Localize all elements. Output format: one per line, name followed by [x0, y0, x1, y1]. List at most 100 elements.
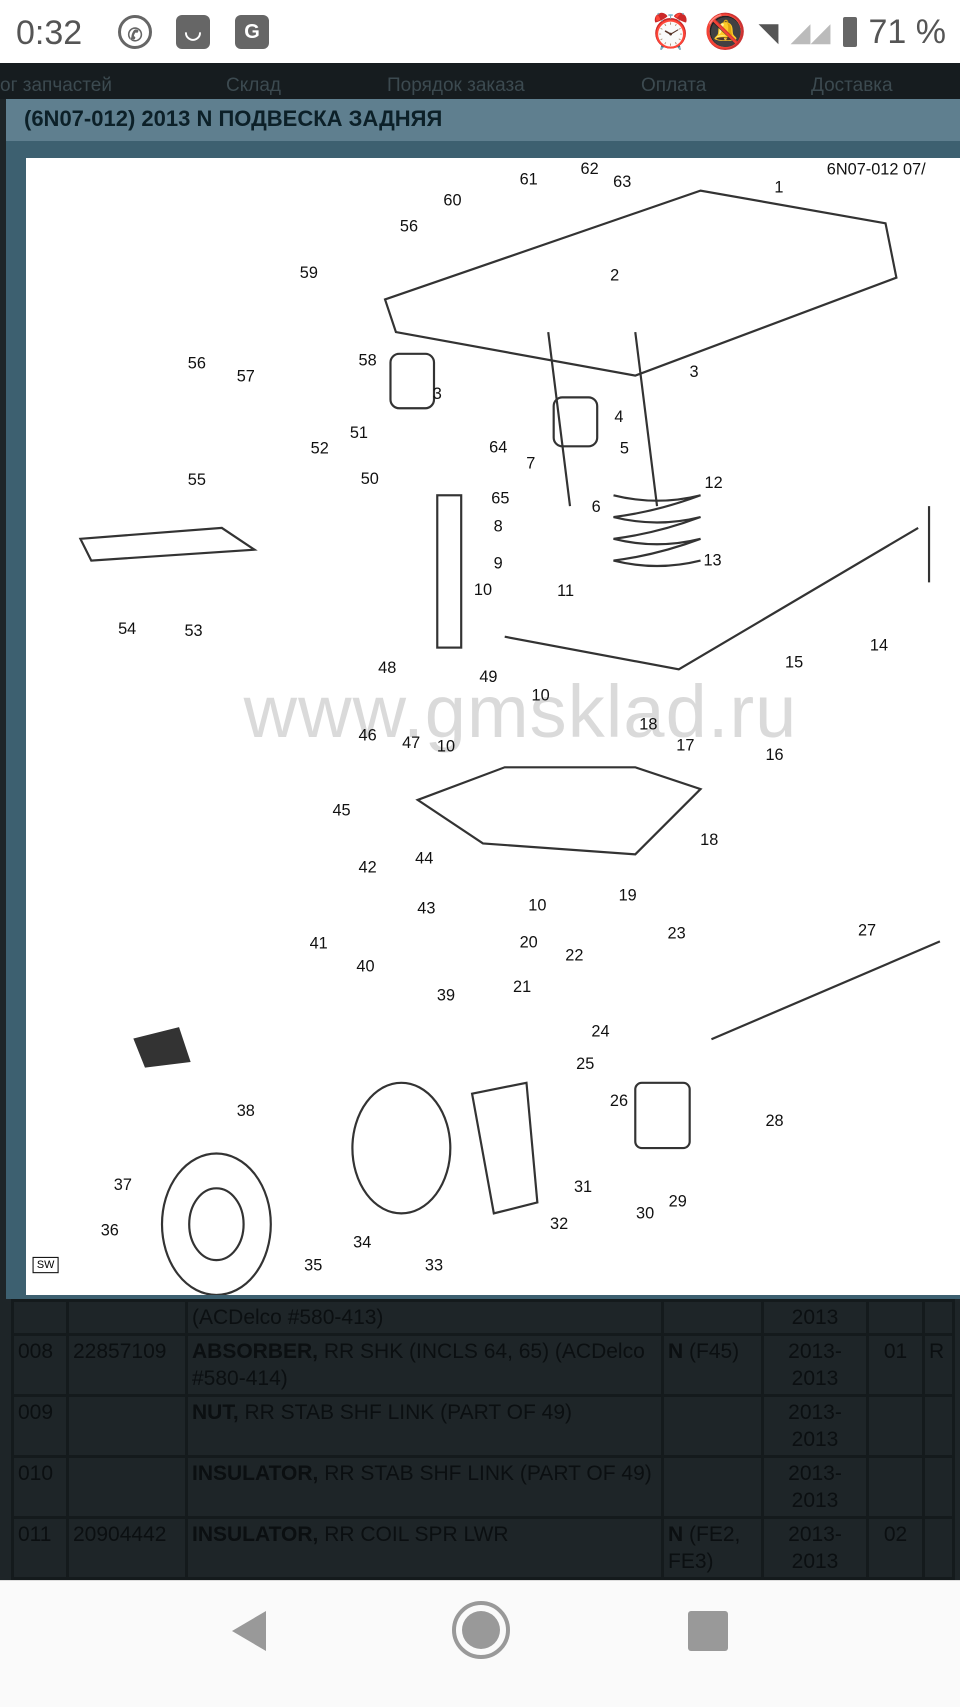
callout-35[interactable]: 35 — [304, 1256, 323, 1275]
callout-26[interactable]: 26 — [609, 1092, 629, 1111]
back-button[interactable] — [232, 1611, 266, 1651]
part-number[interactable] — [66, 1299, 188, 1336]
callout-27[interactable]: 27 — [857, 921, 877, 940]
callout-57[interactable]: 57 — [236, 367, 255, 386]
callout-28[interactable]: 28 — [765, 1111, 784, 1131]
callout-38[interactable]: 38 — [236, 1101, 255, 1121]
callout-23[interactable]: 23 — [667, 924, 686, 943]
part-number[interactable] — [66, 1455, 188, 1519]
callout-34[interactable]: 34 — [353, 1233, 372, 1252]
callout-42[interactable]: 42 — [358, 858, 377, 877]
callout-32[interactable]: 32 — [550, 1214, 569, 1234]
callout-41[interactable]: 41 — [309, 934, 328, 953]
callout-18[interactable]: 18 — [639, 715, 658, 735]
callout-4[interactable]: 4 — [614, 407, 624, 427]
callout-15[interactable]: 15 — [785, 653, 804, 673]
callout-2[interactable]: 2 — [610, 266, 620, 285]
callout-54[interactable]: 54 — [118, 619, 137, 639]
callout-60[interactable]: 60 — [443, 191, 462, 210]
callout-10[interactable]: 10 — [436, 737, 456, 756]
callout-7[interactable]: 7 — [526, 454, 536, 473]
callout-3[interactable]: 3 — [689, 363, 699, 382]
callout-10[interactable]: 10 — [473, 580, 493, 600]
tab-warehouse[interactable]: Склад — [226, 75, 281, 96]
callout-22[interactable]: 22 — [565, 946, 584, 965]
callout-30[interactable]: 30 — [635, 1204, 655, 1223]
callout-31[interactable]: 31 — [573, 1178, 593, 1197]
tab-order[interactable]: Порядок заказа — [387, 75, 525, 96]
callout-48[interactable]: 48 — [378, 659, 397, 678]
callout-1[interactable]: 1 — [774, 178, 784, 197]
callout-61[interactable]: 61 — [519, 170, 538, 190]
callout-9[interactable]: 9 — [493, 554, 503, 574]
callout-24[interactable]: 24 — [591, 1022, 610, 1041]
part-type: ABSORBER, — [192, 1340, 319, 1363]
callout-45[interactable]: 45 — [332, 801, 351, 821]
callout-58[interactable]: 58 — [358, 351, 377, 370]
description: NUT, RR STAB SHF LINK (PART OF 49) — [185, 1394, 664, 1458]
callout-18[interactable]: 18 — [700, 830, 719, 850]
callout-17[interactable]: 17 — [676, 736, 695, 755]
callout-25[interactable]: 25 — [576, 1055, 595, 1074]
callout-65[interactable]: 65 — [491, 489, 510, 508]
callout-62[interactable]: 62 — [580, 159, 599, 179]
callout-29[interactable]: 29 — [668, 1192, 687, 1211]
callout-47[interactable]: 47 — [402, 734, 421, 753]
callout-6[interactable]: 6 — [591, 498, 601, 517]
callout-37[interactable]: 37 — [113, 1175, 132, 1195]
callout-13[interactable]: 13 — [703, 551, 722, 570]
callout-33[interactable]: 33 — [424, 1256, 444, 1275]
callout-21[interactable]: 21 — [513, 977, 532, 997]
callout-36[interactable]: 36 — [100, 1221, 119, 1241]
description: (ACDelco #580-413) — [185, 1299, 664, 1336]
years: 2013-2013 — [761, 1394, 869, 1458]
callout-40[interactable]: 40 — [356, 957, 375, 976]
callout-49[interactable]: 49 — [479, 667, 498, 687]
g-app-icon: G — [235, 15, 269, 49]
callout-64[interactable]: 64 — [489, 438, 508, 457]
callout-51[interactable]: 51 — [349, 424, 369, 443]
part-number[interactable]: 20904442 — [66, 1516, 188, 1580]
recents-button[interactable] — [688, 1611, 728, 1651]
callout-3[interactable]: 3 — [432, 384, 442, 404]
callout-11[interactable]: 11 — [557, 581, 575, 601]
callout-14[interactable]: 14 — [869, 636, 889, 655]
callout-8[interactable]: 8 — [493, 517, 503, 537]
callout-53[interactable]: 53 — [184, 622, 203, 641]
wifi-icon: ◥ — [758, 16, 779, 47]
callout-63[interactable]: 63 — [613, 172, 632, 192]
tab-delivery[interactable]: Доставка — [811, 75, 893, 96]
callout-43[interactable]: 43 — [417, 899, 436, 918]
callout-10[interactable]: 10 — [531, 686, 550, 705]
callout-59[interactable]: 59 — [299, 264, 318, 283]
callout-20[interactable]: 20 — [519, 933, 538, 952]
tab-catalog[interactable]: ог запчастей — [0, 75, 112, 96]
callout-10[interactable]: 10 — [528, 896, 547, 915]
callout-56[interactable]: 56 — [187, 354, 206, 373]
callout-56[interactable]: 56 — [399, 217, 419, 236]
callout-55[interactable]: 55 — [187, 470, 206, 490]
callout-5[interactable]: 5 — [619, 439, 629, 458]
bell-off-icon: 🔕 — [704, 13, 747, 51]
callout-50[interactable]: 50 — [360, 469, 379, 489]
part-number[interactable] — [66, 1394, 188, 1458]
callout-16[interactable]: 16 — [765, 746, 784, 765]
callout-19[interactable]: 19 — [618, 886, 637, 905]
callout-39[interactable]: 39 — [436, 986, 456, 1006]
clock: 0:32 — [16, 14, 83, 52]
home-button[interactable] — [452, 1601, 510, 1659]
callout-44[interactable]: 44 — [415, 849, 434, 868]
modal-title: (6N07-012) 2013 N ПОДВЕСКА ЗАДНЯЯ — [6, 99, 960, 141]
callout-12[interactable]: 12 — [704, 474, 723, 493]
part-number[interactable]: 22857109 — [66, 1333, 188, 1397]
callout-52[interactable]: 52 — [310, 439, 329, 458]
callout-46[interactable]: 46 — [358, 726, 377, 745]
tab-payment[interactable]: Оплата — [641, 75, 707, 96]
table-row[interactable]: (ACDelco #580-413)2013 — [11, 1299, 955, 1336]
